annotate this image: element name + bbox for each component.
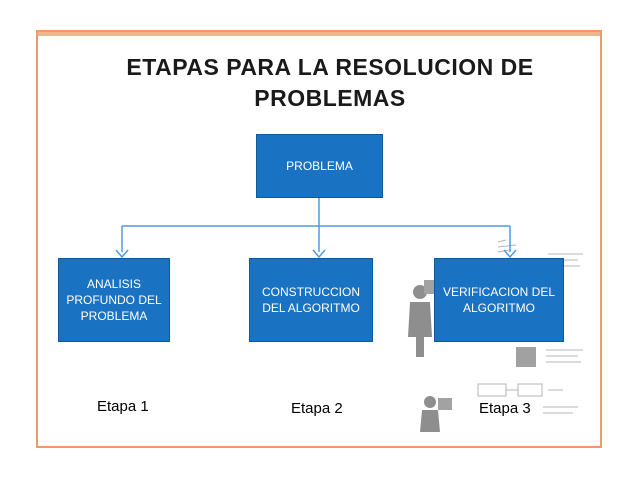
arrowhead-step-1 bbox=[115, 249, 129, 259]
node-step-3: VERIFICACION DEL ALGORITMO bbox=[434, 258, 564, 342]
stage-label-3: Etapa 3 bbox=[479, 400, 531, 417]
slide-frame bbox=[36, 30, 602, 448]
stage-label-2: Etapa 2 bbox=[291, 400, 343, 417]
node-step-2-label: CONSTRUCCION DEL ALGORITMO bbox=[262, 285, 360, 315]
node-step-1: ANALISIS PROFUNDO DEL PROBLEMA bbox=[58, 258, 170, 342]
node-problema-label: PROBLEMA bbox=[286, 159, 353, 173]
person-computer-illustration-icon bbox=[408, 239, 583, 432]
node-step-3-label: VERIFICACION DEL ALGORITMO bbox=[442, 285, 556, 315]
node-step-2: CONSTRUCCION DEL ALGORITMO bbox=[249, 258, 373, 342]
node-step-1-label: ANALISIS PROFUNDO DEL PROBLEMA bbox=[66, 277, 162, 323]
node-problema: PROBLEMA bbox=[256, 134, 383, 198]
stage-label-1: Etapa 1 bbox=[97, 398, 149, 415]
diagram-title: ETAPAS PARA LA RESOLUCION DE PROBLEMAS bbox=[126, 54, 534, 111]
arrowhead-step-2 bbox=[312, 249, 326, 259]
arrowhead-step-3 bbox=[503, 249, 517, 259]
